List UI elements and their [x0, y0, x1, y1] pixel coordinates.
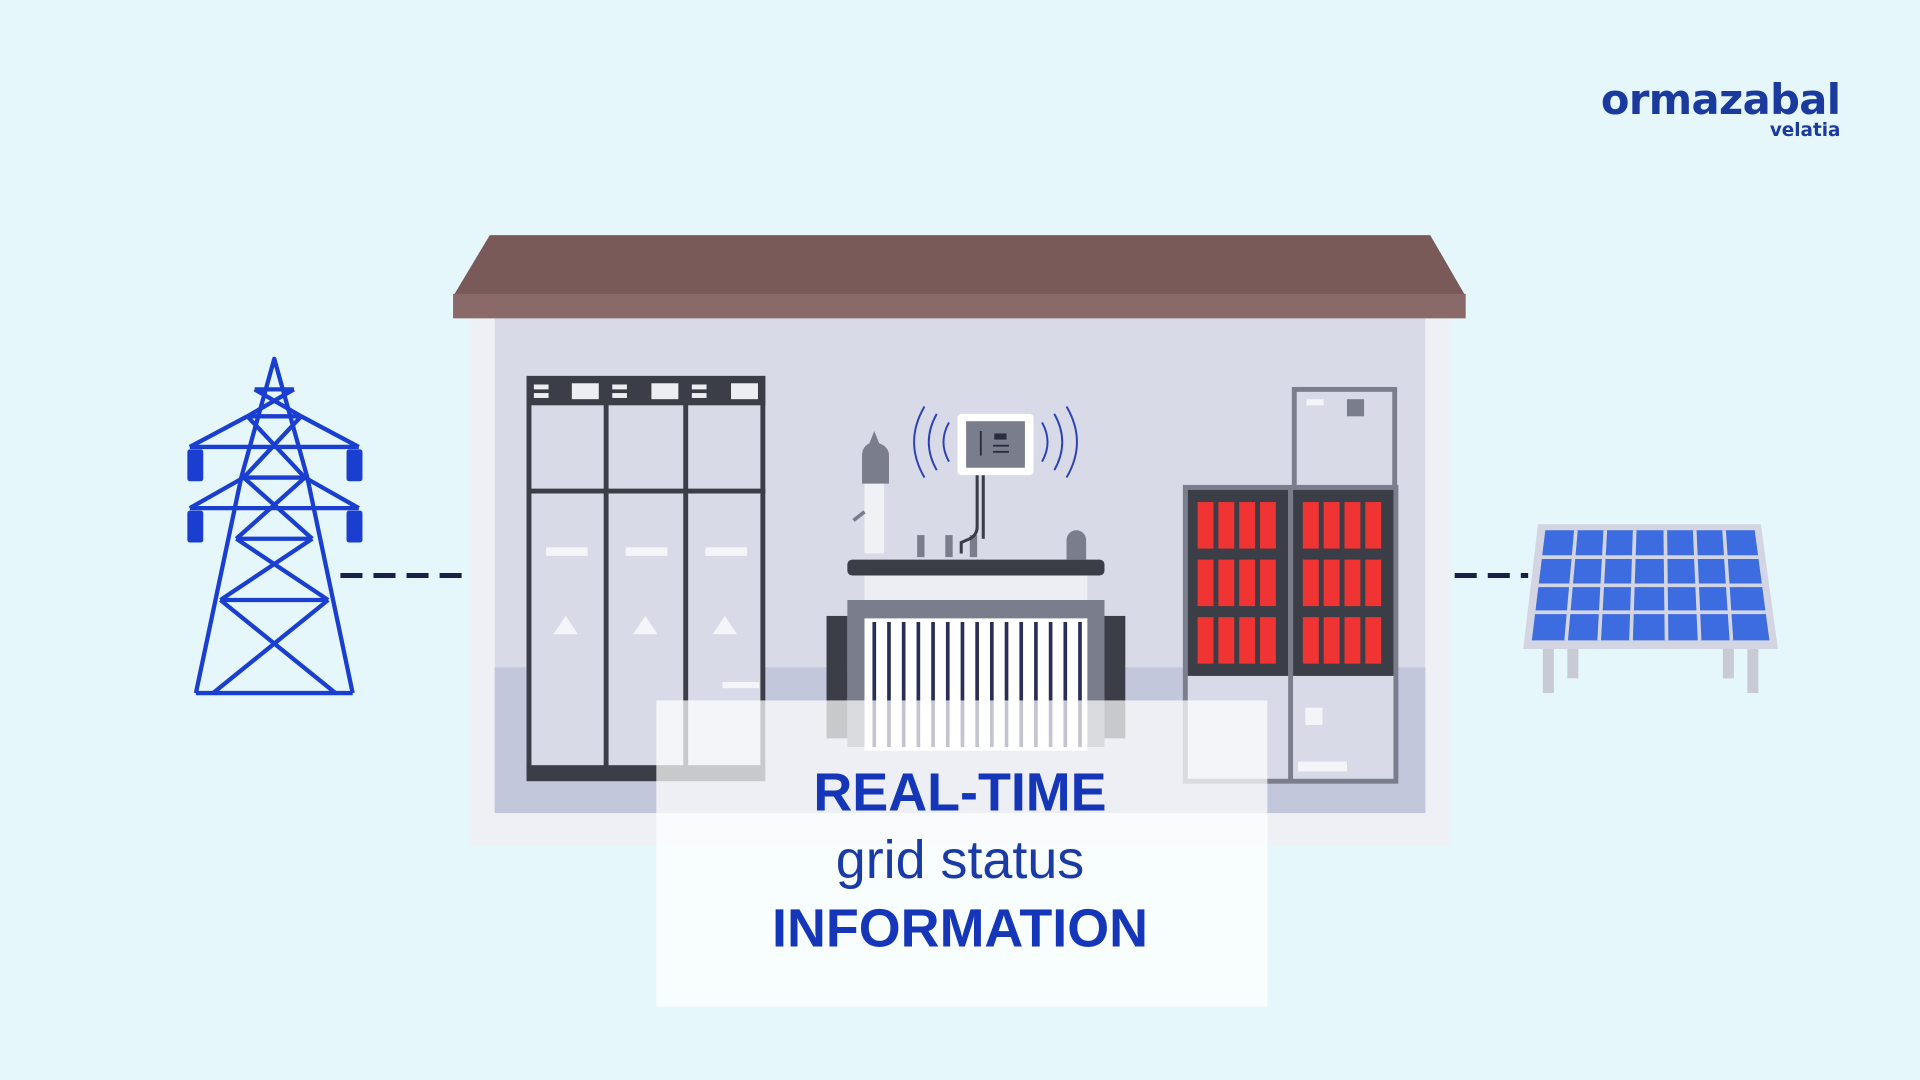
battery-storage [1182, 386, 1399, 784]
roof [453, 235, 1466, 297]
transmission-tower-icon [187, 356, 363, 696]
headline-line-2: grid status [836, 830, 1084, 890]
headline-line-1: REAL-TIME [813, 763, 1106, 823]
svg-text:velatia: velatia [1770, 120, 1841, 141]
switchgear-cabinet [526, 375, 766, 782]
svg-text:ormazabal: ormazabal [1601, 75, 1841, 124]
ormazabal-logo: ormazabal velatia [1601, 75, 1841, 141]
wireless-signal-icon [913, 406, 1078, 479]
monitoring-sensor-icon [913, 406, 1078, 479]
headline-card: REAL-TIME grid status INFORMATION [656, 700, 1268, 1007]
headline-line-3: INFORMATION [772, 899, 1148, 959]
solar-panel-icon [1523, 524, 1778, 694]
